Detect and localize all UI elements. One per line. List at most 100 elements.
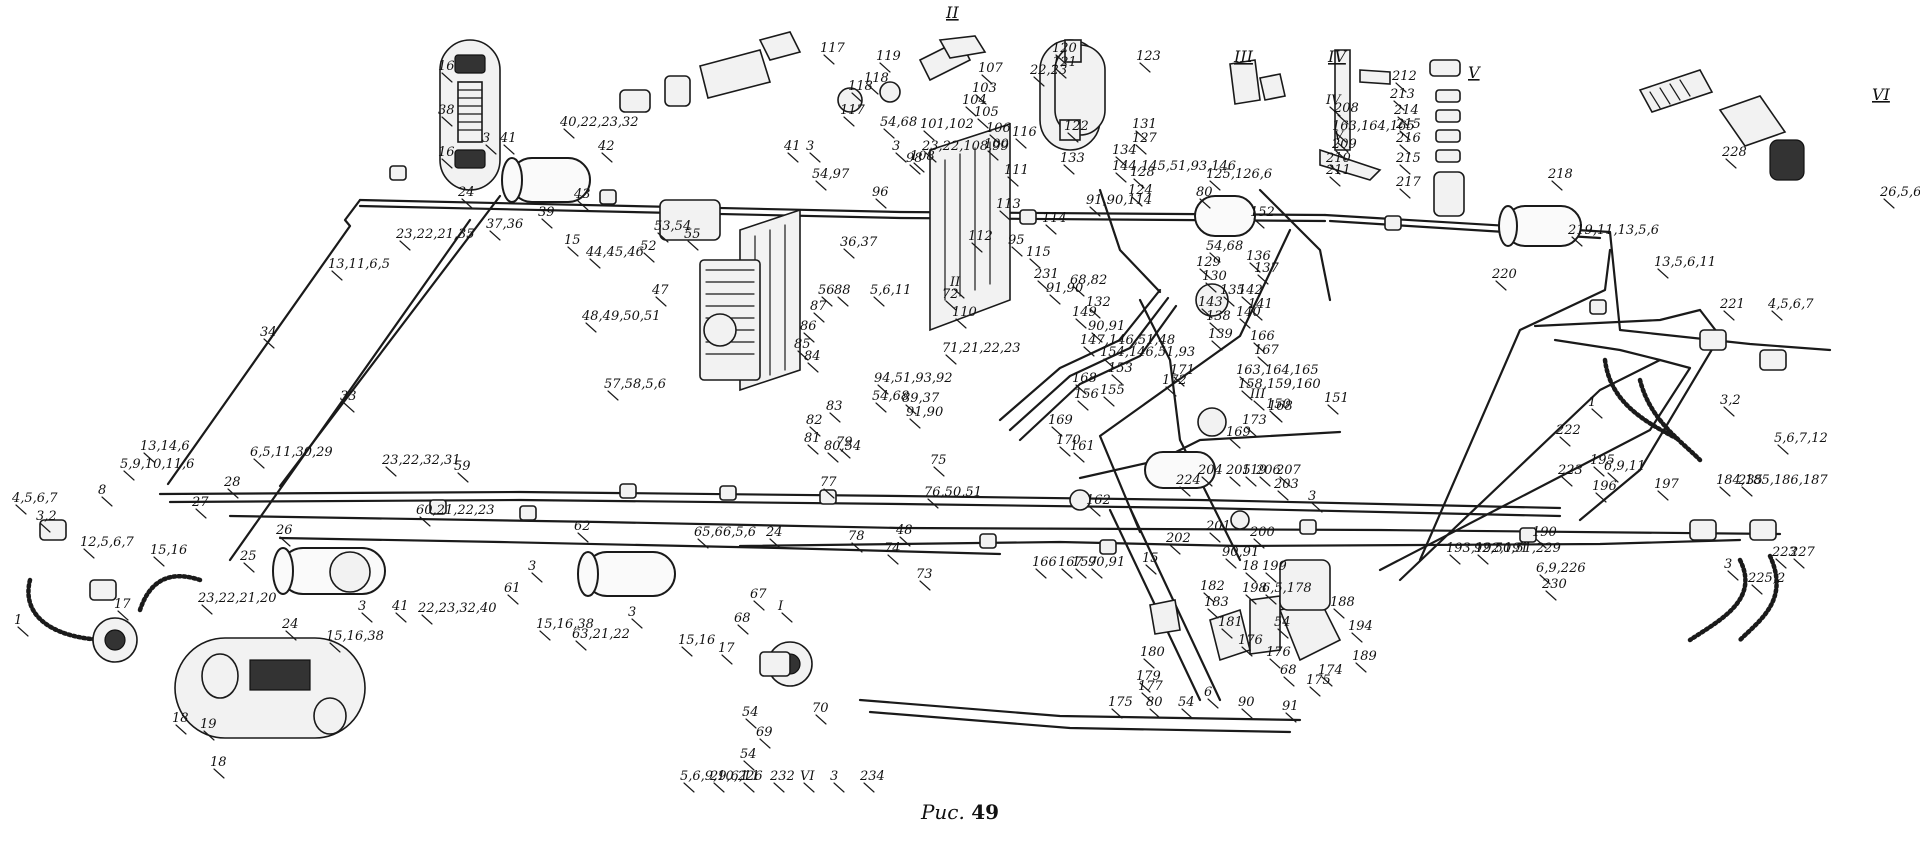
callout-label: 215	[1395, 117, 1421, 132]
leader-line	[1253, 538, 1265, 549]
callout-label: 23,22,21,20	[197, 591, 277, 606]
callout-label: 153	[1108, 361, 1133, 376]
callout-label: 22,23,32,40	[417, 601, 497, 616]
callout-label: 12,5,6,7	[80, 535, 134, 550]
callout-label: 203	[1273, 477, 1299, 492]
leader-line	[15, 504, 27, 515]
callout-label: 5,9,10,11,6	[120, 457, 194, 472]
leader-line	[1723, 310, 1735, 321]
leader-line	[1727, 570, 1739, 581]
leader-line	[687, 240, 699, 251]
callout-label: 98	[906, 151, 923, 166]
view-label-ii: II	[945, 3, 959, 22]
callout-label: 163,164,165	[1332, 119, 1415, 134]
callout-label: 151	[1324, 391, 1349, 406]
leader-line	[1335, 150, 1347, 161]
callout-label: 22,23	[1029, 63, 1067, 78]
callout-label: 218	[1547, 167, 1573, 182]
leader-line	[1029, 258, 1041, 269]
callout-label: 168	[1072, 371, 1097, 386]
leader-line	[421, 614, 433, 625]
leader-line	[507, 594, 519, 605]
callout-label: 40,22,23,32	[559, 115, 639, 130]
leader-line	[945, 300, 957, 311]
callout-label: 208	[1333, 101, 1359, 116]
leader-line	[981, 74, 993, 85]
leader-line	[787, 152, 799, 163]
leader-line	[153, 556, 165, 567]
callout-label: 91	[1282, 699, 1299, 714]
callout-label: 167	[1254, 343, 1280, 358]
callout-label: 103	[972, 81, 997, 96]
callout-label: 4,5,6,7	[11, 491, 58, 506]
callout-label: 199	[1262, 559, 1287, 574]
callout-label: 131	[1132, 117, 1157, 132]
callout-label: 123	[1136, 49, 1161, 64]
callout-label: 54,97	[812, 167, 850, 182]
leader-line	[631, 618, 643, 629]
leader-line	[895, 152, 907, 163]
callout-label: 15,16,38	[326, 629, 384, 644]
callout-label: 62	[574, 519, 591, 534]
callout-label: 29,6,11	[709, 769, 760, 784]
leader-line	[607, 390, 619, 401]
callout-label: 169	[1048, 413, 1073, 428]
leader-line	[1073, 452, 1085, 463]
callout-label: 96	[872, 185, 889, 200]
callout-label: III	[1249, 387, 1266, 402]
leader-line	[461, 198, 473, 209]
leader-line	[1285, 712, 1297, 723]
callout-label: 154,146,51,93	[1100, 345, 1195, 360]
leader-line	[1037, 280, 1049, 291]
leader-line	[1007, 176, 1019, 187]
leader-line	[821, 296, 833, 307]
callout-label: 193,192,191	[1446, 541, 1529, 556]
callout-label: 197	[1654, 477, 1680, 492]
leader-line	[1199, 268, 1211, 279]
callout-label: 87	[810, 299, 827, 314]
callout-label: 201	[1205, 519, 1231, 534]
caption-prefix: Рис.	[920, 800, 965, 824]
callout-label: 76,50,51	[924, 485, 982, 500]
callout-label: 15,16,38	[536, 617, 594, 632]
leader-line	[1089, 206, 1101, 217]
leader-line	[867, 84, 879, 95]
leader-line	[1265, 572, 1277, 583]
callout-label: 34	[260, 325, 277, 340]
callout-label: 15,16	[678, 633, 715, 648]
leader-line	[117, 610, 129, 621]
callout-label: 75	[930, 453, 947, 468]
callout-label: 68,82	[1070, 273, 1107, 288]
leader-line	[331, 270, 343, 281]
leader-line	[743, 782, 755, 793]
callout-label: 6,5,178	[1262, 581, 1312, 596]
callout-label: 114	[1042, 211, 1067, 226]
callout-label: 149	[1072, 305, 1097, 320]
leader-line	[17, 626, 29, 637]
callout-label: 90,91	[1088, 555, 1125, 570]
callout-label: 16	[438, 145, 455, 160]
leader-line	[1179, 486, 1191, 497]
callout-label: 223	[1771, 545, 1797, 560]
leader-line	[1329, 164, 1341, 175]
leader-line	[1209, 322, 1221, 333]
callout-label: 3	[892, 139, 900, 154]
leader-line	[1111, 708, 1123, 719]
leader-line	[837, 296, 849, 307]
callout-label: 57,58,5,6	[604, 377, 666, 392]
callout-label: 221	[1719, 297, 1745, 312]
leader-line	[1033, 76, 1045, 87]
callout-label: 80	[1196, 185, 1213, 200]
callout-label: 116	[1012, 125, 1037, 140]
leader-line	[773, 782, 785, 793]
leader-line	[1075, 318, 1087, 329]
callout-label: 37,36	[486, 217, 523, 232]
callout-label: 227	[1789, 545, 1816, 560]
leader-line	[589, 258, 601, 269]
callout-label: 170	[1056, 433, 1081, 448]
callout-label: 48	[895, 523, 913, 538]
leader-line	[1277, 628, 1289, 639]
callout-label: 150	[1266, 397, 1291, 412]
callout-label: 61	[504, 581, 521, 596]
